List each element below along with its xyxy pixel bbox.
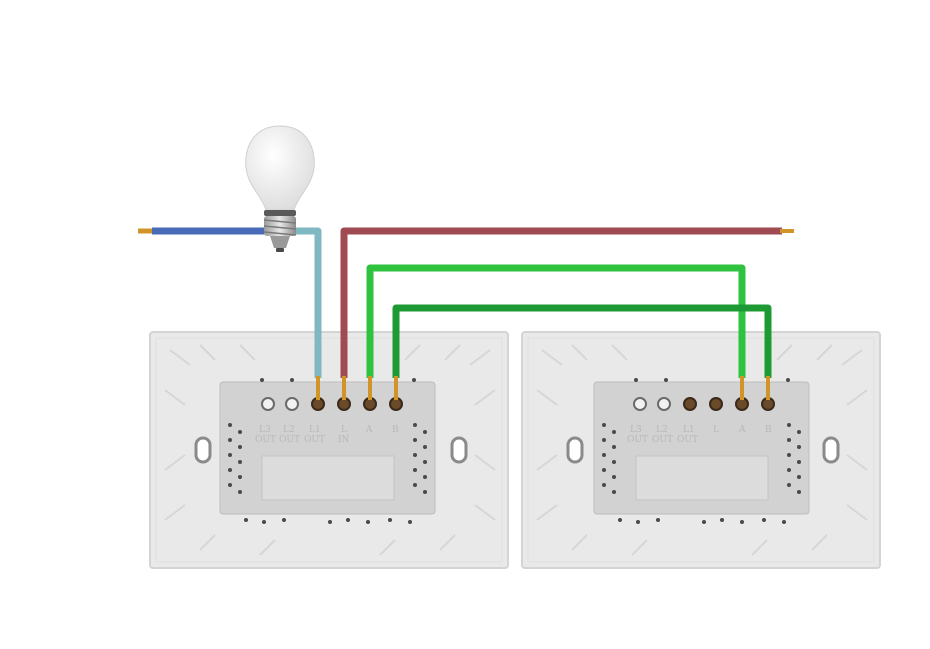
terminal-label: L2: [656, 425, 668, 435]
terminal-label: L2: [283, 425, 295, 435]
mount-slot-right: [450, 436, 468, 464]
terminal-label: L1: [309, 425, 321, 435]
terminal-screw: [261, 397, 275, 411]
terminal-screw: [633, 397, 647, 411]
terminal-label: L1: [683, 425, 695, 435]
left-terminal-labels: L3 L2 L1 L A B OUT OUT OUT IN: [255, 425, 399, 445]
terminal-label: L3: [259, 425, 271, 435]
function-label: OUT: [304, 435, 325, 445]
traveler-b-wire: [392, 304, 772, 378]
left-switch-panel: L3 L2 L1 L A B OUT OUT OUT IN: [149, 331, 509, 569]
lamp-to-load-wire: [292, 227, 322, 378]
function-label: OUT: [255, 435, 276, 445]
live-wire: [340, 227, 782, 378]
function-label: OUT: [279, 435, 300, 445]
function-label: OUT: [627, 435, 648, 445]
right-terminal-labels: L3 L2 L1 L A B OUT OUT OUT: [627, 425, 772, 445]
terminal-label: L: [713, 425, 719, 435]
light-bulb-icon: [245, 125, 315, 252]
traveler-a-wire: [366, 264, 746, 378]
terminal-label: B: [765, 425, 772, 435]
terminal-screw: [285, 397, 299, 411]
function-label: OUT: [652, 435, 673, 445]
terminal-label: A: [365, 425, 373, 435]
terminal-screw: [657, 397, 671, 411]
terminal-label: B: [392, 425, 399, 435]
terminal-label: A: [738, 425, 746, 435]
terminal-label: L: [341, 425, 347, 435]
mount-slot-left: [566, 436, 584, 464]
right-switch-panel: L3 L2 L1 L A B OUT OUT OUT: [521, 331, 881, 569]
mount-slot-right: [822, 436, 840, 464]
mount-slot-left: [194, 436, 212, 464]
terminal-screw: [683, 397, 697, 411]
terminal-label: L3: [630, 425, 642, 435]
terminal-screw: [709, 397, 723, 411]
function-label: IN: [338, 435, 350, 445]
function-label: OUT: [677, 435, 698, 445]
wires: [138, 227, 794, 400]
